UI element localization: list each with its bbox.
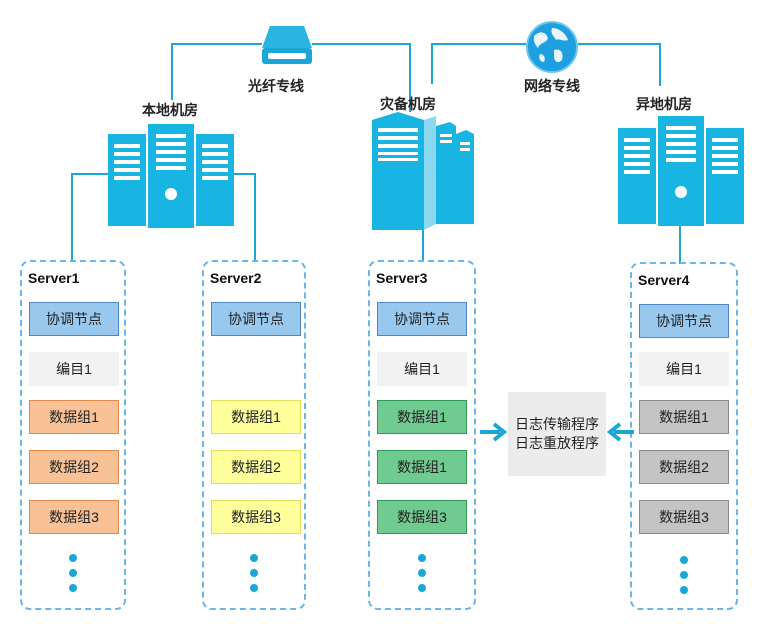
- storage-drive-icon: [262, 26, 312, 64]
- server1-title: Server1: [28, 270, 80, 286]
- server-rack-icon: [372, 112, 474, 230]
- more-dots: [69, 554, 77, 599]
- server3-catalog: 编目1: [377, 352, 467, 386]
- server1-data-group-2: 数据组2: [29, 450, 119, 484]
- arrow-right-icon: [480, 422, 508, 442]
- server-rack-icon: [618, 116, 744, 226]
- more-dots: [250, 554, 258, 599]
- server2-panel: Server2 协调节点 数据组1 数据组2 数据组3: [202, 260, 306, 610]
- local-site-label: 本地机房: [142, 102, 198, 118]
- remote-site-label: 异地机房: [636, 96, 692, 112]
- server4-coordinator-node: 协调节点: [639, 304, 729, 338]
- server1-coordinator-node: 协调节点: [29, 302, 119, 336]
- server1-panel: Server1 协调节点 编目1 数据组1 数据组2 数据组3: [20, 260, 126, 610]
- log-replay-program: 日志重放程序: [515, 435, 599, 451]
- log-programs-box: 日志传输程序 日志重放程序: [508, 392, 606, 476]
- server3-title: Server3: [376, 270, 428, 286]
- more-dots: [418, 554, 426, 599]
- network-link-label: 网络专线: [524, 78, 580, 94]
- server3-coordinator-node: 协调节点: [377, 302, 467, 336]
- server2-coordinator-node: 协调节点: [211, 302, 301, 336]
- server-rack-icon: [108, 124, 234, 228]
- globe-icon: [526, 21, 578, 73]
- server2-data-group-1: 数据组1: [211, 400, 301, 434]
- log-transfer-program: 日志传输程序: [515, 416, 599, 432]
- server2-title: Server2: [210, 270, 262, 286]
- server4-data-group-3: 数据组3: [639, 500, 729, 534]
- server3-data-group-2: 数据组1: [377, 450, 467, 484]
- server1-catalog: 编目1: [29, 352, 119, 386]
- server4-catalog: 编目1: [639, 352, 729, 386]
- server3-data-group-1: 数据组1: [377, 400, 467, 434]
- server4-title: Server4: [638, 272, 690, 288]
- server2-data-group-3: 数据组3: [211, 500, 301, 534]
- arrow-left-icon: [606, 422, 634, 442]
- disaster-site-label: 灾备机房: [380, 96, 436, 112]
- server4-panel: Server4 协调节点 编目1 数据组1 数据组2 数据组3: [630, 262, 738, 610]
- fiber-link-label: 光纤专线: [248, 78, 304, 94]
- server1-data-group-1: 数据组1: [29, 400, 119, 434]
- server4-data-group-1: 数据组1: [639, 400, 729, 434]
- server3-panel: Server3 协调节点 编目1 数据组1 数据组1 数据组3: [368, 260, 476, 610]
- server3-data-group-3: 数据组3: [377, 500, 467, 534]
- more-dots: [680, 556, 688, 601]
- server4-data-group-2: 数据组2: [639, 450, 729, 484]
- server2-data-group-2: 数据组2: [211, 450, 301, 484]
- server1-data-group-3: 数据组3: [29, 500, 119, 534]
